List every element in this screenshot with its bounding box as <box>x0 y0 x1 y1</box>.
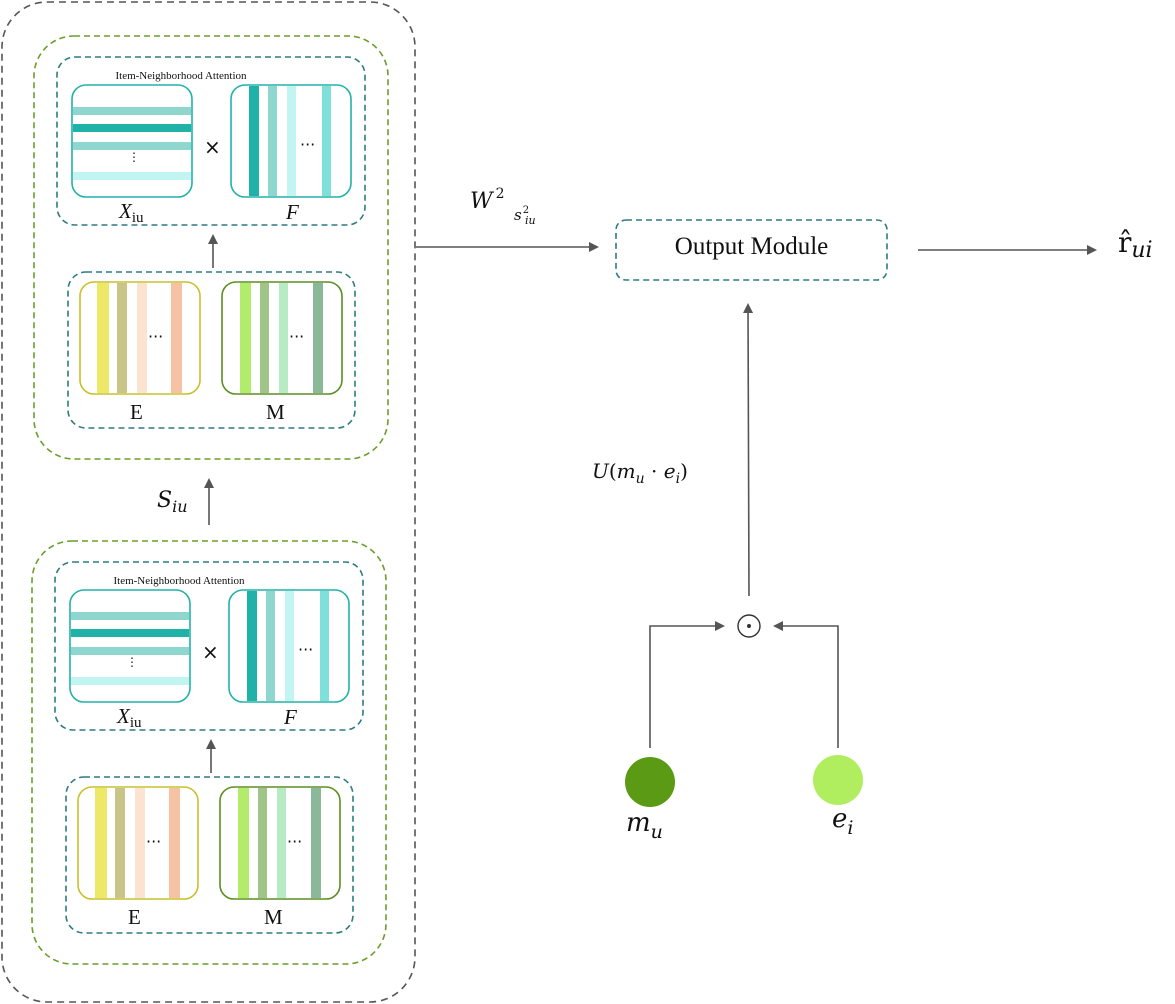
output-module-label: Output Module <box>674 233 829 260</box>
f-label: F <box>286 200 299 224</box>
matrix-row-bar <box>71 629 189 637</box>
s-iu-label: Siu <box>157 488 188 516</box>
matrix-column-bar <box>320 591 329 701</box>
gnn-block-bottom <box>31 540 387 965</box>
matrix-row-bar <box>73 124 191 132</box>
attention-title: Item-Neighborhood Attention <box>115 70 247 82</box>
w-subscript: s2 <box>514 205 530 224</box>
ei-label: ei <box>832 804 854 839</box>
u-arrow <box>743 303 754 597</box>
u-expression-label: U(mu · ei) <box>592 459 688 487</box>
output-module-box <box>615 219 888 281</box>
matrix-column-bar <box>268 86 277 196</box>
ei-connector <box>773 621 839 748</box>
e-label: E <box>128 905 141 929</box>
x-iu-label: Xiu <box>117 704 142 731</box>
mu-label: mu <box>626 808 663 843</box>
matrix-column-bar <box>249 86 259 196</box>
block-container <box>33 35 389 460</box>
x-iu-matrix <box>71 84 193 198</box>
matrix-column-bar <box>97 283 109 393</box>
matrix-row-bar <box>71 677 189 685</box>
matrix-column-bar <box>135 788 145 898</box>
x-iu-label: Xiu <box>119 199 144 226</box>
x-iu-matrix <box>69 589 191 703</box>
matrix-column-bar <box>287 86 296 196</box>
matrix-row-bar <box>73 172 191 180</box>
hadamard-operator-dot <box>747 624 751 628</box>
f-label: F <box>284 705 297 729</box>
matrix-column-bar <box>169 788 180 898</box>
matrix-column-bar <box>313 283 323 393</box>
matrix-row-bar <box>73 107 191 115</box>
matrix-column-bar <box>311 788 321 898</box>
attention-container <box>54 561 364 731</box>
f-matrix-ellipsis: ··· <box>300 135 316 154</box>
attention-container <box>56 56 366 226</box>
matrix-column-bar <box>279 283 288 393</box>
e-matrix-ellipsis: ··· <box>146 832 162 851</box>
matrix-column-bar <box>277 788 286 898</box>
matrix-column-bar <box>266 591 275 701</box>
matrix-column-bar <box>115 788 125 898</box>
m-label: M <box>264 905 283 929</box>
matrix-column-bar <box>95 788 107 898</box>
attention-title: Item-Neighborhood Attention <box>113 575 245 587</box>
matrix-row-bar <box>71 647 189 655</box>
embedding-container <box>67 271 356 429</box>
matrix-column-bar <box>247 591 257 701</box>
e-label: E <box>130 400 143 424</box>
mu-node <box>625 757 675 807</box>
r-hat-label: r̂ui <box>1118 226 1153 263</box>
matrix-column-bar <box>258 788 267 898</box>
matrix-row-bar <box>73 142 191 150</box>
x-matrix-ellipsis: ⋮ <box>128 150 140 164</box>
matrix-column-bar <box>137 283 147 393</box>
x-matrix-ellipsis: ⋮ <box>126 655 138 669</box>
outer-container <box>1 1 416 1003</box>
matrix-column-bar <box>322 86 331 196</box>
matrix-column-bar <box>285 591 294 701</box>
block-container <box>31 540 387 965</box>
m-matrix-ellipsis: ··· <box>287 832 303 851</box>
embedding-container <box>65 776 354 934</box>
ei-node <box>813 755 863 805</box>
matrix-column-bar <box>260 283 269 393</box>
matrix-column-bar <box>238 788 249 898</box>
gnn-block-top <box>33 35 389 460</box>
f-matrix-ellipsis: ··· <box>298 640 314 659</box>
m-matrix-ellipsis: ··· <box>289 327 305 346</box>
mu-connector <box>649 621 725 748</box>
m-label: M <box>266 400 285 424</box>
e-matrix-ellipsis: ··· <box>148 327 164 346</box>
matrix-column-bar <box>240 283 251 393</box>
w-subscript-sub: iu <box>525 214 536 227</box>
matrix-column-bar <box>171 283 182 393</box>
times-operator: × <box>204 135 221 159</box>
matrix-row-bar <box>71 612 189 620</box>
times-operator: × <box>202 640 219 664</box>
matrix-column-bar <box>117 283 127 393</box>
